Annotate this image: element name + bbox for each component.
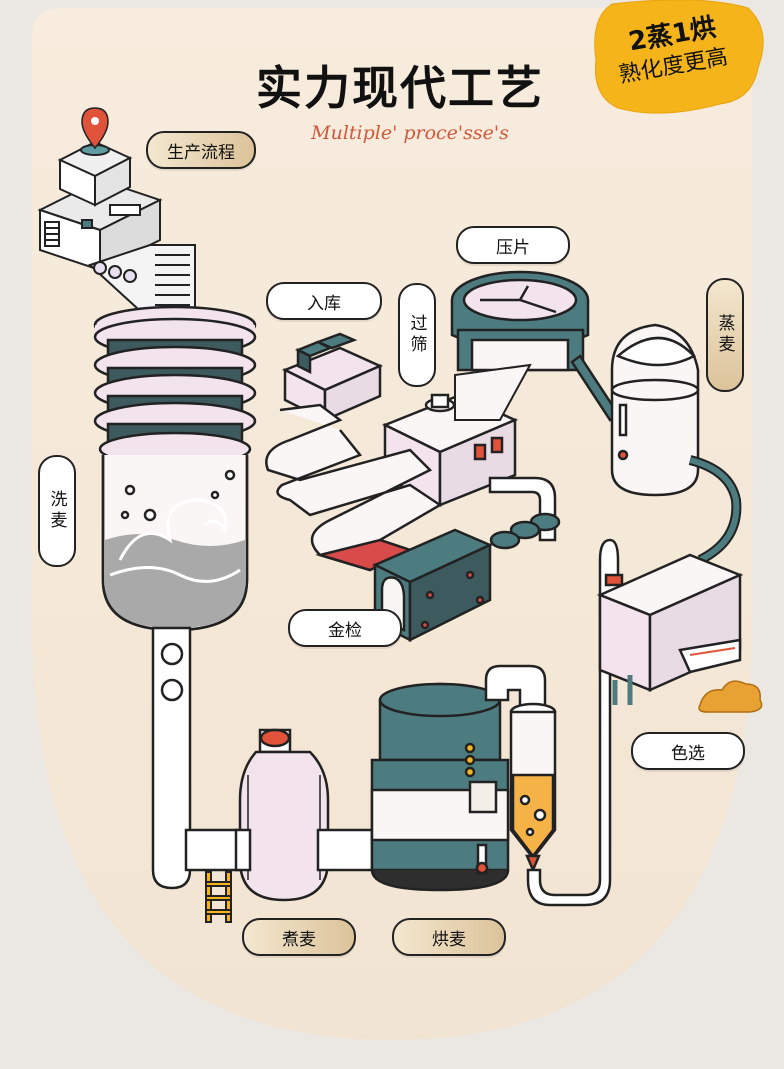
label-metal-check: 金检 <box>288 609 402 647</box>
page-title: 实力现代工艺 <box>256 61 544 115</box>
factory-conveyor <box>88 244 196 321</box>
label-wash: 洗麦 <box>38 455 76 567</box>
location-pin-icon <box>81 107 109 150</box>
label-production-flow-text: 生产流程 <box>167 142 235 163</box>
boil-tank <box>234 728 374 902</box>
label-color-sort-text: 色选 <box>671 743 705 764</box>
page-subtitle: Multiple' proce'sse's <box>311 122 509 144</box>
label-press: 压片 <box>456 226 570 264</box>
label-bake-text: 烘麦 <box>432 929 466 950</box>
press-machine <box>450 270 590 372</box>
label-warehouse-text: 入库 <box>307 293 341 314</box>
label-metal-check-text: 金检 <box>328 620 362 641</box>
factory-building <box>37 140 163 272</box>
label-press-text: 压片 <box>496 237 530 258</box>
label-wash-text: 洗麦 <box>46 490 67 532</box>
press-sieve-chute <box>454 363 532 421</box>
label-steam: 蒸麦 <box>706 278 744 392</box>
steam-tank <box>610 323 700 497</box>
winding-conveyor <box>265 403 443 572</box>
label-steam-text: 蒸麦 <box>714 314 735 356</box>
color-sorter <box>596 553 744 705</box>
label-boil: 煮麦 <box>242 918 356 956</box>
grain-pile <box>698 680 763 713</box>
ladder <box>205 871 232 923</box>
label-sieve: 过筛 <box>398 283 436 387</box>
sieve-check-pipe <box>488 476 561 550</box>
label-bake: 烘麦 <box>392 918 506 956</box>
bake-dryer <box>370 682 510 892</box>
badge-shape <box>594 0 764 114</box>
label-production-flow: 生产流程 <box>146 131 256 169</box>
label-warehouse: 入库 <box>266 282 382 320</box>
label-sieve-text: 过筛 <box>406 314 427 356</box>
label-color-sort: 色选 <box>631 732 745 770</box>
wash-tower <box>93 305 257 632</box>
separator-column <box>509 702 557 874</box>
label-boil-text: 煮麦 <box>282 929 316 950</box>
